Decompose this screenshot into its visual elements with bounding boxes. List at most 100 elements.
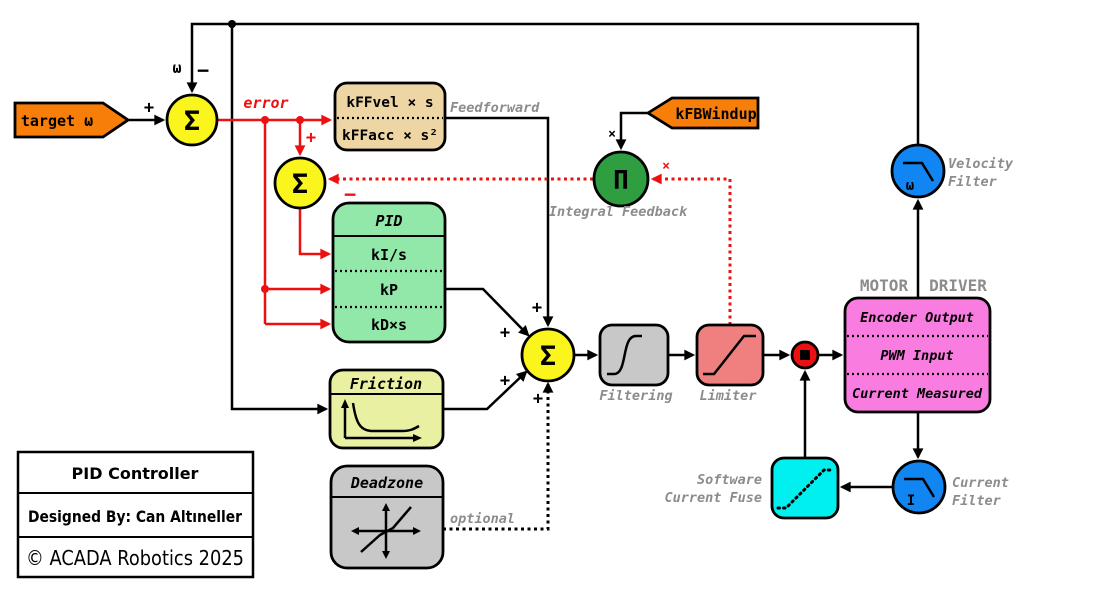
plus-sign: + <box>533 389 543 409</box>
pid-row-kp: kP <box>380 281 398 299</box>
deadzone-to-sum3-wire <box>443 381 554 531</box>
plus-sign: + <box>500 371 510 391</box>
pwm-input-row: PWM Input <box>880 348 953 364</box>
velocity-feedback-wire <box>186 22 920 145</box>
lowpass-icon <box>903 161 935 182</box>
feedback-to-friction-wire <box>230 24 329 415</box>
sigmoid-icon <box>607 334 642 376</box>
saturation-icon <box>703 334 756 376</box>
integral-feedback-label: Integral Feedback <box>549 204 688 220</box>
deadzone-icon <box>351 503 421 559</box>
sigma-symbol: Σ <box>540 341 556 372</box>
fuse-label-2: Current Fuse <box>664 490 762 506</box>
plus-sign: + <box>532 298 542 318</box>
motor-driver-shape <box>843 296 992 414</box>
filtering-box: Filtering <box>598 323 673 404</box>
pid-header: PID <box>375 212 402 230</box>
kfbwindup-to-pi-wire <box>615 111 649 151</box>
feedforward-box: kFFvel × s kFFacc × s² Feedforward <box>333 81 540 152</box>
target-omega-shape <box>13 101 131 139</box>
minus-sign: − <box>197 58 209 82</box>
times-sign: × <box>608 127 616 142</box>
title-row-3: © ACADA Robotics 2025 <box>26 546 244 570</box>
node-square <box>800 350 810 360</box>
pid-to-sum3-wire <box>445 287 530 337</box>
sum-junction-1: Σ <box>165 93 219 147</box>
motor-label: MOTOR <box>860 276 909 295</box>
filtering-label: Filtering <box>599 388 672 404</box>
current-measured-row: Current Measured <box>852 386 983 402</box>
plus-sign: + <box>306 128 316 148</box>
filtering-shape <box>598 323 670 387</box>
optional-label: optional <box>450 511 515 527</box>
signal-wires-black <box>128 20 924 493</box>
title-block-frame <box>16 450 255 579</box>
friction-curve-icon <box>341 399 422 442</box>
current-filter-symbol: I <box>907 493 915 509</box>
velocity-filter: ω Velocity Filter <box>890 143 1014 199</box>
driver-label: DRIVER <box>929 276 987 295</box>
limiter-box: Limiter <box>695 323 765 404</box>
pid-row-kd: kD×s <box>371 316 407 334</box>
encoder-output-row: Encoder Output <box>860 310 974 326</box>
times-sign: × <box>662 159 670 174</box>
friction-header: Friction <box>350 375 422 393</box>
integral-feedback: Π Integral Feedback <box>549 150 688 220</box>
title-block: PID Controller Designed By: Can Altınell… <box>16 450 255 579</box>
plus-sign: + <box>144 98 154 118</box>
limiter-to-pi-wire <box>650 173 732 325</box>
sum3-circle <box>520 327 576 383</box>
title-row-2: Designed By: Can Altıneller <box>28 507 242 526</box>
junction-dot <box>296 116 304 124</box>
sigma-symbol: Σ <box>184 106 200 137</box>
kfbwindup-shape <box>645 96 760 130</box>
integral-feedback-circle <box>592 150 650 208</box>
error-label: error <box>243 94 288 112</box>
kffacc-row: kFFacc × s² <box>342 128 438 144</box>
deadzone-header: Deadzone <box>350 474 423 492</box>
pid-box: PID kI/s kP kD×s <box>331 201 447 344</box>
sum-junction-2: Σ <box>273 156 327 210</box>
pid-row-ki: kI/s <box>371 246 407 264</box>
current-filter-label-2: Filter <box>952 493 1002 509</box>
sum1-circle <box>165 93 219 147</box>
current-filter: I Current Filter <box>891 459 1009 515</box>
lowpass-icon <box>904 477 936 498</box>
target-omega-label: target ω <box>21 112 93 130</box>
sum-junction-3: Σ <box>520 327 576 383</box>
minus-sign: − <box>344 182 356 206</box>
feedforward-label: Feedforward <box>450 100 540 116</box>
pi-symbol: Π <box>613 166 629 196</box>
kffvel-row: kFFvel × s <box>346 95 433 111</box>
omega-feedback-label: ω <box>172 59 181 77</box>
feedforward-to-sum3-wire <box>445 116 554 328</box>
limiter-label: Limiter <box>700 388 758 404</box>
kfbwindup-label: kFBWindup <box>675 105 756 123</box>
sigma-symbol: Σ <box>292 169 308 200</box>
motor-driver-box: MOTOR DRIVER Encoder Output PWM Input Cu… <box>843 276 992 414</box>
friction-box: Friction <box>328 368 445 450</box>
feedforward-shape <box>333 81 447 152</box>
velocity-filter-circle <box>890 143 946 199</box>
velocity-filter-label-2: Filter <box>948 174 998 190</box>
kfbwindup-tag: kFBWindup <box>645 96 760 130</box>
plus-sign: + <box>500 323 510 343</box>
sum2-to-ki-wire <box>298 208 332 260</box>
fuse-label-1: Software <box>697 472 762 488</box>
sum2-circle <box>273 156 327 210</box>
current-filter-label-1: Current <box>952 475 1009 491</box>
title-row-1: PID Controller <box>72 464 199 483</box>
current-filter-circle <box>891 459 947 515</box>
ramp-icon <box>776 468 834 510</box>
sign-labels: + − ω error + − + + + + × × <box>144 58 670 409</box>
junction-dot <box>228 20 236 28</box>
junction-dot <box>261 285 269 293</box>
friction-to-sum3-wire <box>443 370 528 411</box>
signal-wires-red <box>217 114 732 330</box>
target-omega-tag: target ω <box>13 101 131 139</box>
feedback-tap-node <box>790 340 820 370</box>
velocity-filter-label-1: Velocity <box>948 156 1014 172</box>
deadzone-box: Deadzone optional <box>329 464 515 570</box>
